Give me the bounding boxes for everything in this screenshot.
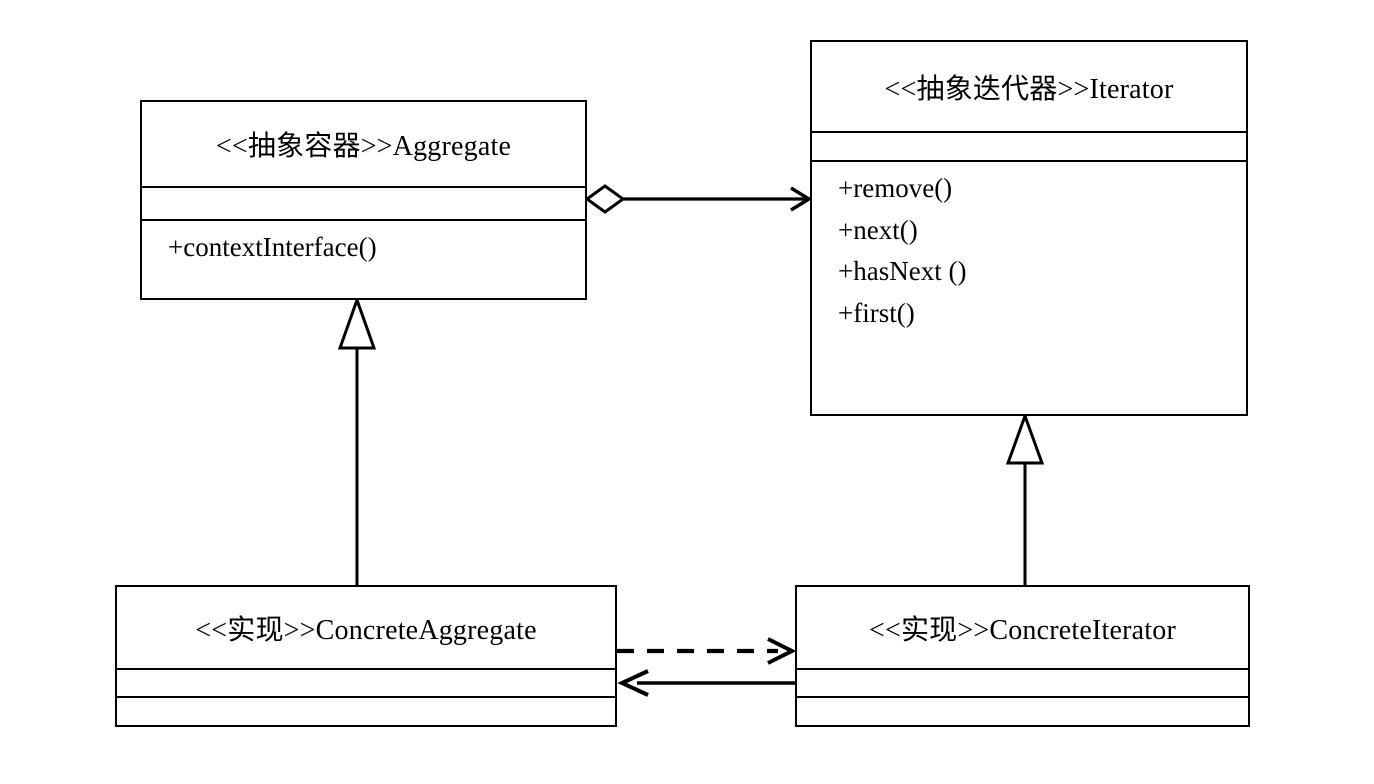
hollow-triangle-icon-right (1005, 411, 1045, 465)
operation-row: +contextInterface() (168, 232, 377, 262)
relationship-aggregation-aggregate-iterator (584, 184, 813, 214)
class-name-compartment-concrete-aggregate: <<实现>>ConcreteAggregate (117, 587, 615, 670)
class-operations-compartment-iterator: +remove() +next() +hasNext () +first() (812, 162, 1246, 414)
relationship-association-concreteiterator-concreteaggregate (617, 669, 795, 697)
operation-row: +first() (838, 297, 915, 328)
dependency-open-arrow-icon (767, 637, 797, 665)
hollow-triangle-icon-left (337, 295, 377, 350)
class-name-compartment-aggregate: <<抽象容器>>Aggregate (142, 102, 585, 188)
relationship-generalization-concreteiterator-iterator (1005, 411, 1045, 585)
class-operations-compartment-concrete-iterator (797, 698, 1248, 725)
operation-row: +remove() (838, 173, 953, 203)
hollow-diamond-icon (584, 184, 626, 214)
class-name-compartment-concrete-iterator: <<实现>>ConcreteIterator (797, 587, 1248, 670)
uml-class-concrete-iterator[interactable]: <<实现>>ConcreteIterator (795, 585, 1250, 727)
uml-class-aggregate[interactable]: <<抽象容器>>Aggregate +contextInterface() (140, 100, 587, 300)
class-title-aggregate: <<抽象容器>>Aggregate (215, 131, 512, 162)
uml-class-concrete-aggregate[interactable]: <<实现>>ConcreteAggregate (115, 585, 617, 727)
relationship-generalization-concreteaggregate-aggregate (337, 295, 377, 585)
operation-row: +hasNext () (838, 256, 967, 287)
open-arrow-icon (790, 186, 813, 212)
class-title-iterator: <<抽象迭代器>>Iterator (884, 73, 1174, 105)
class-attributes-compartment-concrete-aggregate (117, 670, 615, 698)
class-title-concrete-aggregate: <<实现>>ConcreteAggregate (195, 614, 537, 646)
association-solid-arrow-icon (617, 669, 649, 697)
class-title-concrete-iterator: <<实现>>ConcreteIterator (868, 614, 1176, 646)
class-attributes-compartment-iterator (812, 133, 1246, 162)
class-operations-compartment-aggregate: +contextInterface() (142, 221, 585, 298)
operation-row: +next() (838, 214, 918, 245)
class-attributes-compartment-concrete-iterator (797, 670, 1248, 698)
class-attributes-compartment-aggregate (142, 188, 585, 221)
class-name-compartment-iterator: <<抽象迭代器>>Iterator (812, 42, 1246, 133)
class-operations-compartment-concrete-aggregate (117, 698, 615, 725)
relationship-dependency-concreteaggregate-concreteiterator (617, 637, 797, 665)
uml-class-iterator[interactable]: <<抽象迭代器>>Iterator +remove() +next() +has… (810, 40, 1248, 416)
